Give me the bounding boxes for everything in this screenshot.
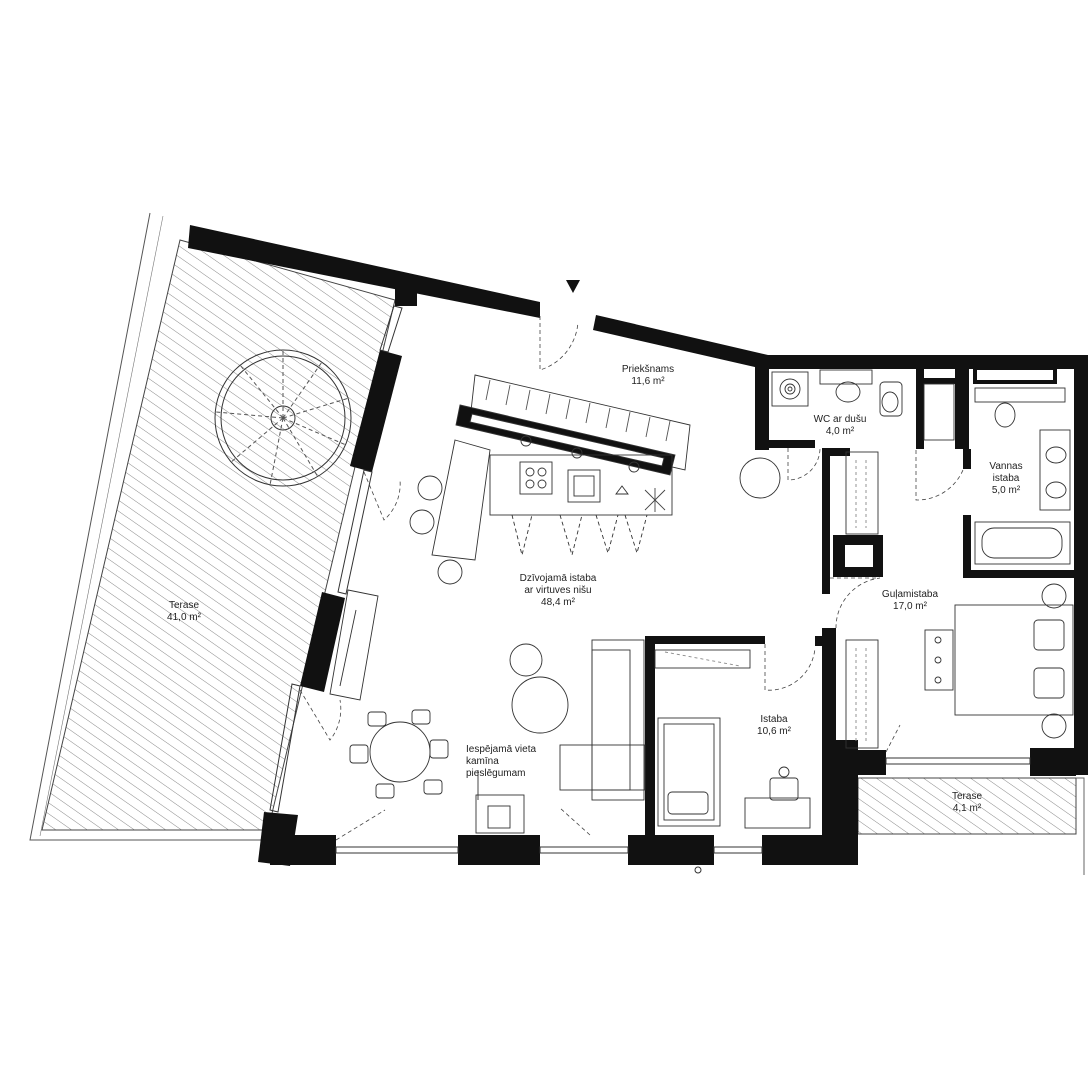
room-name-line1: Dzīvojamā istaba xyxy=(519,573,597,584)
room-name: WC ar dušu xyxy=(813,414,867,425)
room-name: Priekšnams xyxy=(621,364,675,375)
living-furniture xyxy=(329,457,781,834)
room-area: 10,6 m² xyxy=(757,726,791,737)
room-area: 4,0 m² xyxy=(825,426,855,437)
room-name-line1: Vannas xyxy=(989,461,1023,472)
windows xyxy=(269,305,1031,874)
terrace-large xyxy=(29,212,396,841)
room-name: Terase xyxy=(951,791,982,802)
room-name-line2: istaba xyxy=(992,473,1020,484)
entrance-arrow-icon xyxy=(566,280,580,293)
room-name: Guļamistaba xyxy=(881,589,939,600)
room-label-istaba: Istaba 10,6 m² xyxy=(748,714,800,738)
room-label-terase-large: Terase 41,0 m² xyxy=(158,600,210,624)
room-area: 48,4 m² xyxy=(541,597,575,608)
fireplace-note-line1: Iespējamā vieta xyxy=(466,744,537,755)
room-label-dzivojama: Dzīvojamā istaba ar virtuves nišu 48,4 m… xyxy=(510,573,606,609)
room-label-wc: WC ar dušu 4,0 m² xyxy=(806,414,874,438)
spiral-staircase xyxy=(214,349,352,487)
bathroom-fixtures xyxy=(771,369,1071,565)
room-istaba-furniture xyxy=(654,649,811,829)
fireplace-note: Iespējamā vieta kamīna pieslēgumam xyxy=(466,744,556,780)
room-name: Istaba xyxy=(760,714,788,725)
room-area: 4,1 m² xyxy=(952,803,982,814)
room-label-gulamistaba: Guļamistaba 17,0 m² xyxy=(872,589,948,613)
room-area: 17,0 m² xyxy=(893,601,927,612)
room-label-terase-small: Terase 4,1 m² xyxy=(944,791,990,815)
room-name: Terase xyxy=(168,600,199,611)
room-label-vannas: Vannas istaba 5,0 m² xyxy=(985,461,1027,497)
room-name-line2: ar virtuves nišu xyxy=(524,585,592,596)
bedroom-furniture xyxy=(845,451,1074,749)
fireplace-note-line3: pieslēgumam xyxy=(466,768,526,779)
room-area: 5,0 m² xyxy=(991,485,1021,496)
walls xyxy=(188,225,1088,866)
room-area: 41,0 m² xyxy=(167,612,201,623)
room-area: 11,6 m² xyxy=(631,376,665,387)
kitchen xyxy=(409,374,691,585)
fireplace-note-line2: kamīna xyxy=(466,756,499,767)
room-label-priekshnams: Priekšnams 11,6 m² xyxy=(612,364,684,388)
doors xyxy=(299,316,964,841)
